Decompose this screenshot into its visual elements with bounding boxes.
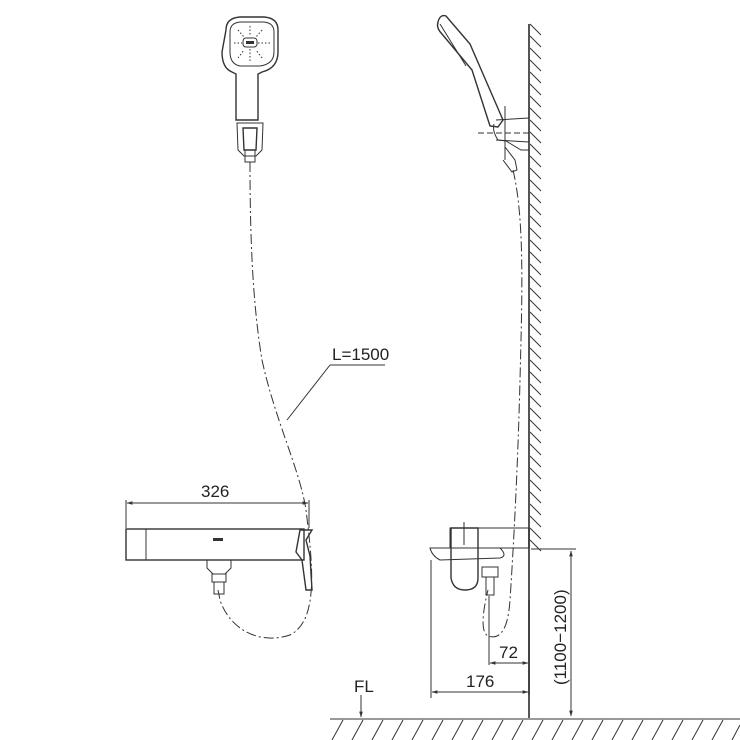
side-view: 72 176 (1100−1200) [429, 14, 576, 718]
front-view: L=1500 326 [125, 16, 389, 639]
wall-hatching [529, 23, 542, 552]
mount-height-label: (1100−1200) [551, 589, 570, 685]
hose-length-label: L=1500 [332, 345, 389, 364]
hose-front [217, 161, 313, 639]
offset-72-label: 72 [499, 643, 518, 662]
projection-176-label: 176 [466, 672, 494, 691]
shower-head-front-icon [221, 16, 279, 163]
floor: FL [330, 677, 740, 740]
floor-hatching [331, 719, 740, 740]
shower-head-side-icon [436, 14, 530, 173]
mixer-body-front-icon [125, 528, 314, 595]
hose-side [482, 169, 523, 638]
mixer-body-side-icon [429, 522, 530, 596]
hose-leader-line [286, 364, 331, 421]
mixer-width-label: 326 [201, 482, 229, 501]
floor-level-label: FL [354, 677, 374, 696]
